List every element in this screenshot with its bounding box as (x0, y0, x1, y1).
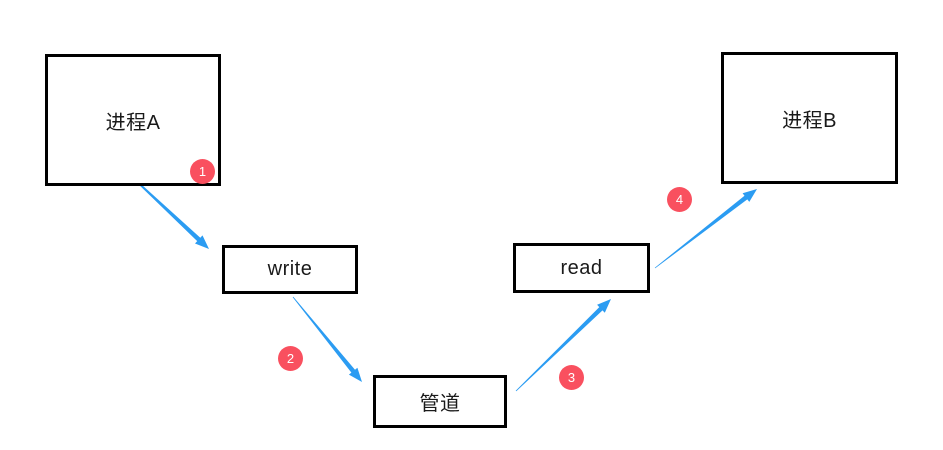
node-process-a-label: 进程A (105, 111, 161, 134)
node-process-b: 进程B (721, 52, 898, 184)
node-process-b-label: 进程B (782, 109, 837, 132)
node-pipe: 管道 (373, 375, 507, 428)
step-badge-1: 1 (190, 159, 215, 184)
node-read-label: read (560, 256, 603, 279)
step-badge-2: 2 (278, 346, 303, 371)
step-badge-3: 3 (559, 365, 584, 390)
node-pipe-label: 管道 (419, 393, 461, 415)
step-badge-4: 4 (667, 187, 692, 212)
arrow-4-read-to-process-b (654, 189, 757, 269)
node-write-label: write (267, 258, 313, 280)
node-write: write (222, 245, 358, 294)
node-read: read (513, 243, 650, 293)
arrow-3-pipe-to-read (515, 299, 611, 392)
arrow-2-write-to-pipe (292, 296, 362, 382)
